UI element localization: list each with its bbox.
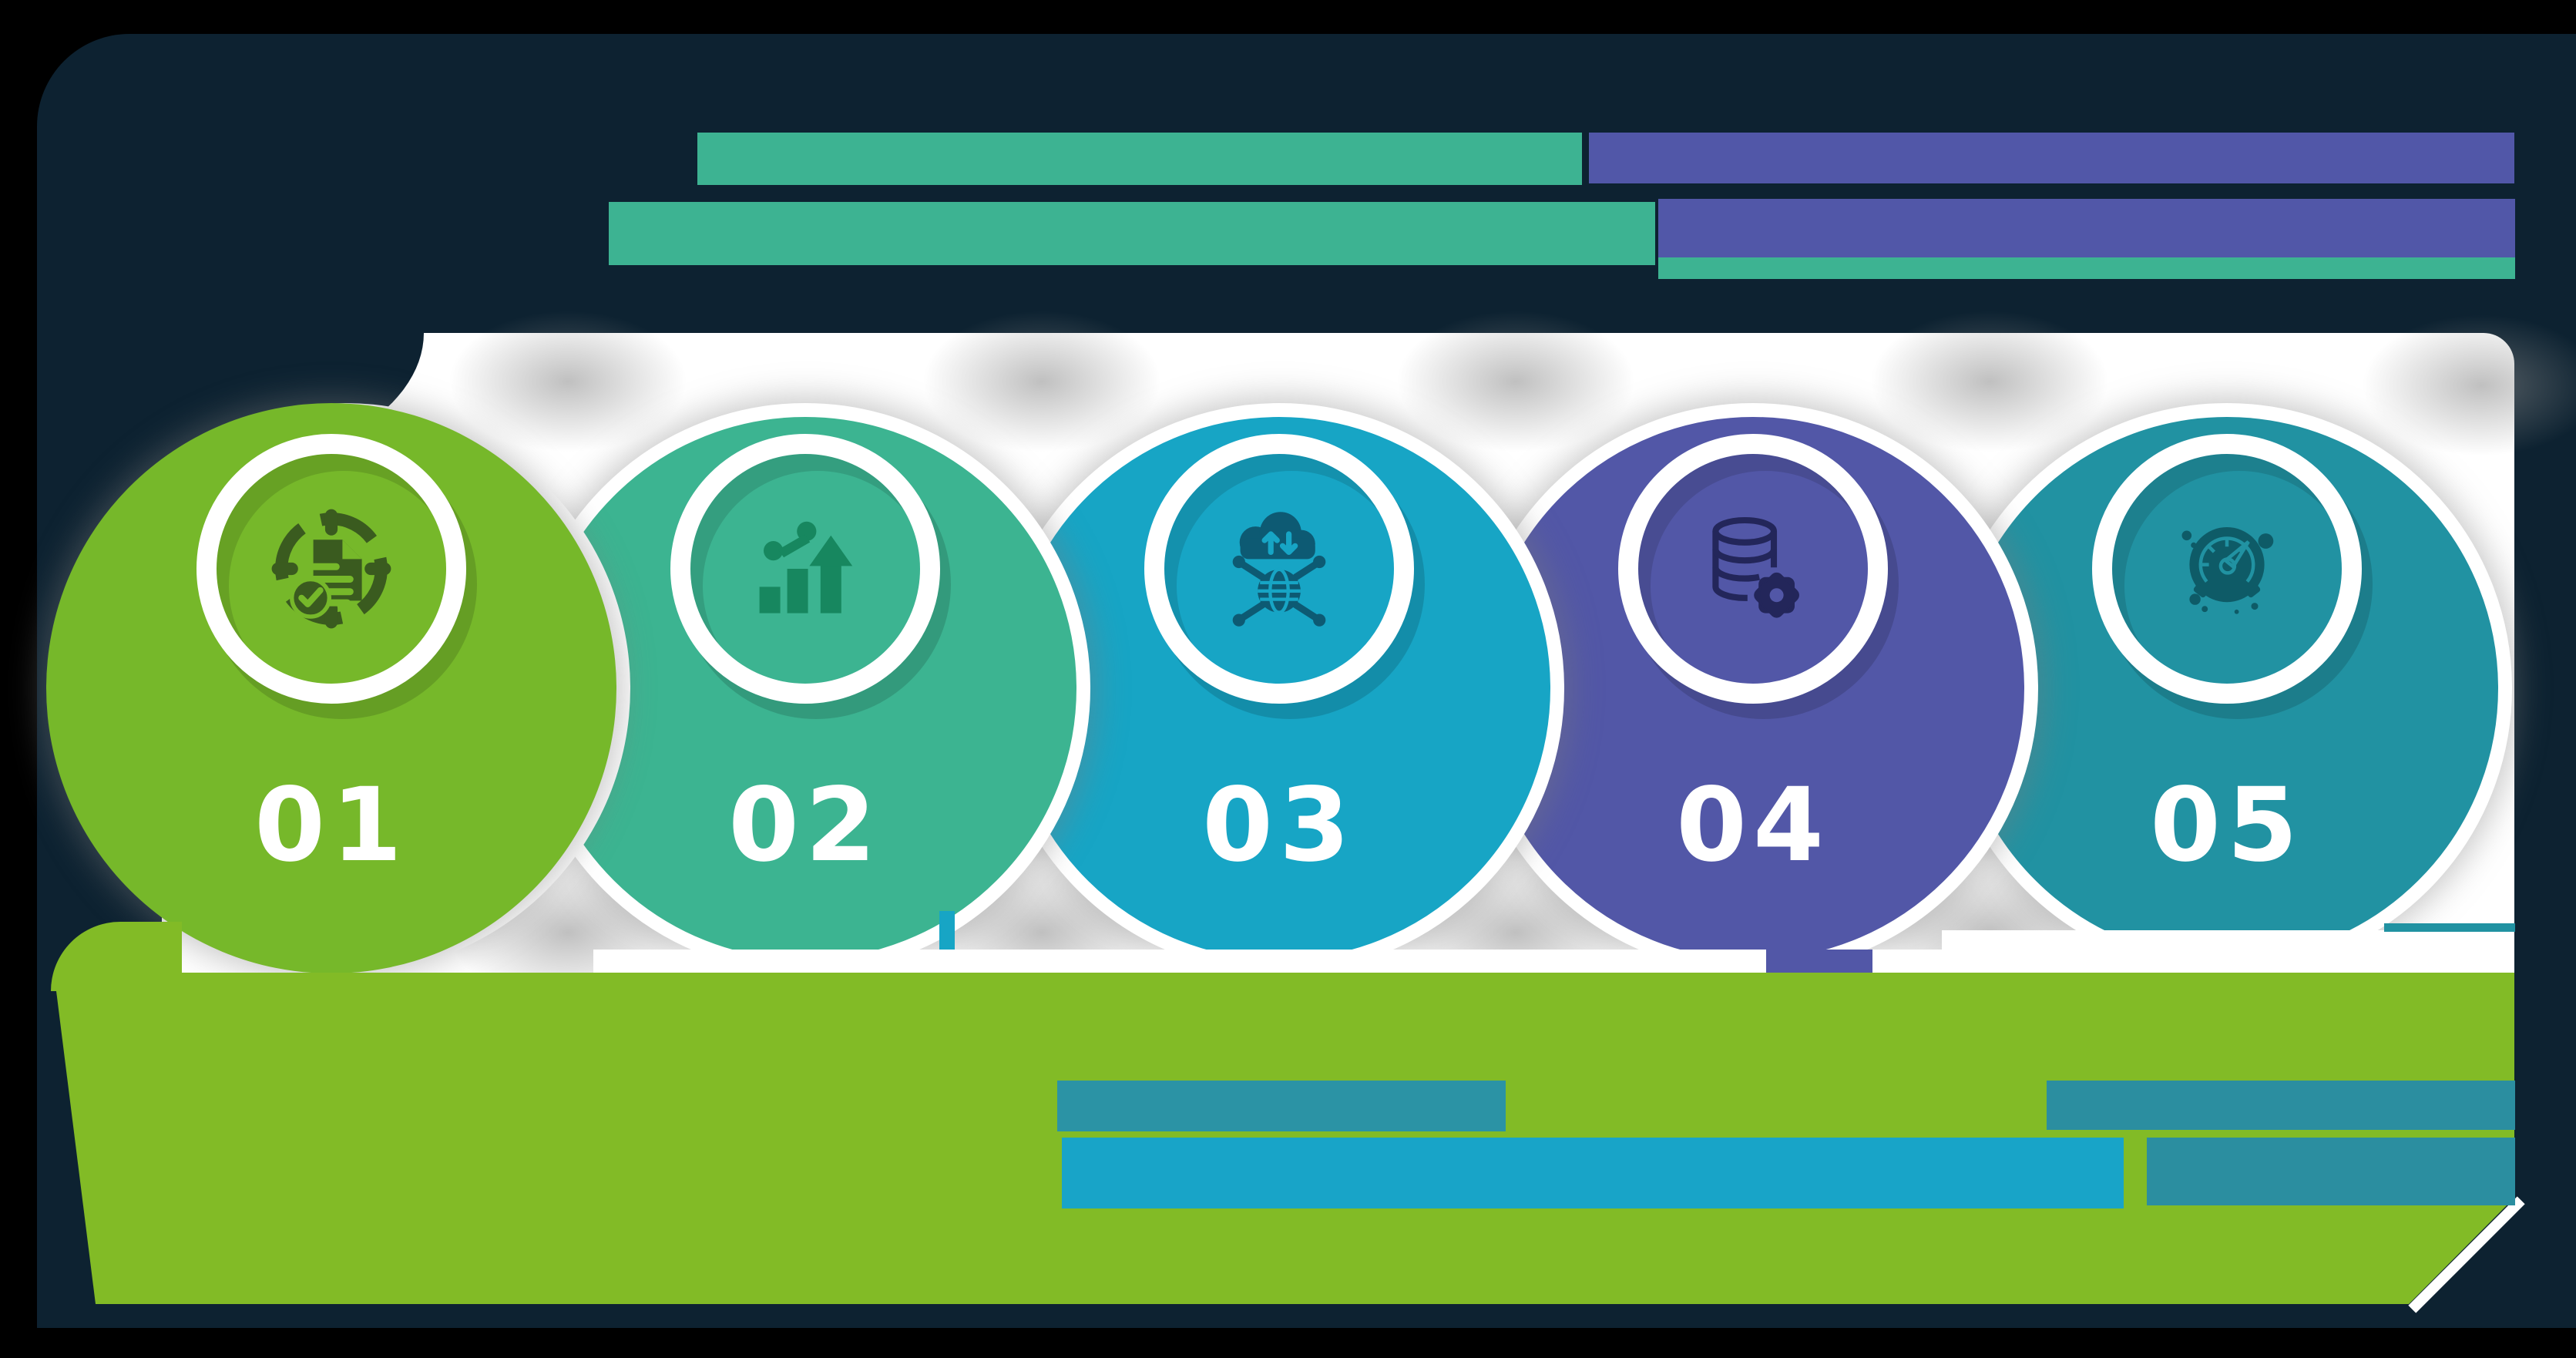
band-shadow-petal	[445, 308, 691, 455]
title-text-bar-teal	[609, 202, 1655, 265]
title-text-bar-purple	[1658, 199, 2515, 257]
step-number: 04	[1676, 766, 1830, 885]
growth-chart-icon	[736, 499, 875, 638]
database-gear-icon	[1684, 499, 1822, 638]
step-icon-ring	[2092, 434, 2362, 704]
step5-edge-tab	[2384, 923, 2515, 932]
step-icon-ring	[670, 434, 940, 704]
caption-text-bar-cyan	[1062, 1138, 2124, 1208]
document-target-check-icon	[262, 499, 401, 638]
circle-cut-strip	[1942, 930, 2514, 975]
caption-text-bar-teal	[1057, 1081, 1506, 1131]
title-text-bar-teal	[1658, 257, 2515, 279]
band-shadow-petal	[1392, 308, 1639, 455]
step-icon-ring	[196, 434, 466, 704]
step3-edge-tab	[939, 911, 955, 951]
step-number: 03	[1202, 766, 1356, 885]
title-text-bar-purple	[1589, 133, 2514, 183]
title-text-bar-teal	[697, 133, 1582, 185]
step-number: 01	[254, 766, 408, 885]
step4-edge-tab	[1766, 950, 1872, 973]
step-icon-ring	[1144, 434, 1414, 704]
step-number: 05	[2150, 766, 2304, 885]
step-circle-01: 01	[46, 403, 616, 973]
caption-text-bar-teal	[2047, 1081, 2515, 1130]
step-icon-ring	[1618, 434, 1888, 704]
step-number: 02	[728, 766, 882, 885]
band-shadow-petal	[2358, 312, 2576, 459]
band-shadow-petal	[919, 308, 1165, 455]
cloud-transfer-globe-icon	[1210, 499, 1348, 638]
band-shadow-petal	[1866, 308, 2113, 455]
speedometer-icon	[2158, 499, 2296, 638]
caption-text-bar-teal	[2147, 1138, 2515, 1205]
